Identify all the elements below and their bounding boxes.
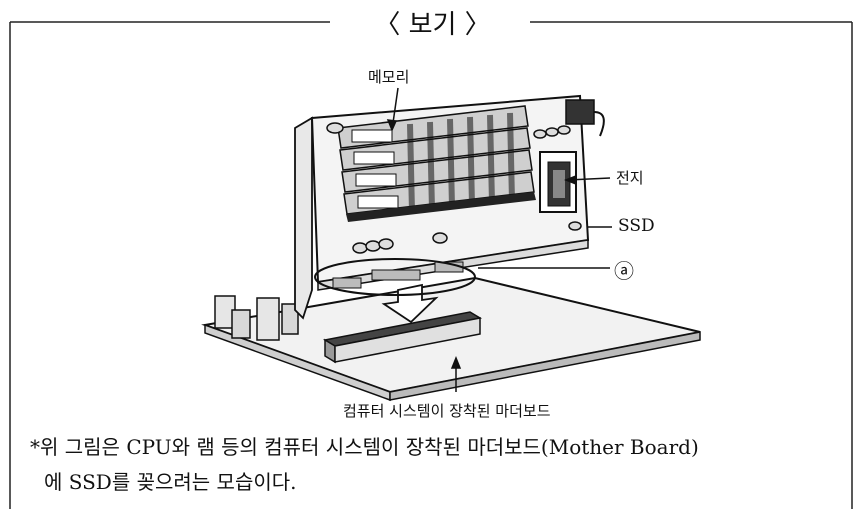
leader-lines [386,87,612,392]
motherboard-drawing [201,276,701,402]
capacitors [326,122,582,254]
insert-arrow [381,283,439,324]
memory-label: 메모리 [368,68,410,86]
caption-line-2: 에 SSD를 꽂으려는 모습이다. [44,470,297,494]
memory-labels-white [351,129,399,209]
ssd-card-drawing [294,94,605,320]
caption: *위 그림은 CPU와 램 등의 컴퓨터 시스템이 장착된 마더보드(Mothe… [30,430,850,500]
marker-ellipse [314,258,476,296]
battery-label: 전지 [616,169,644,187]
motherboard-label: 컴퓨터 시스템이 장착된 마더보드 [343,402,551,420]
caption-line-1: *위 그림은 CPU와 램 등의 컴퓨터 시스템이 장착된 마더보드(Mothe… [30,435,699,459]
box-title: 〈 보기 〉 [0,4,865,41]
marker-label: ⓐ [614,259,634,283]
power-connector [565,99,605,137]
box-frame [9,21,853,509]
memory-chip-lines [407,112,515,213]
ssd-label: SSD [618,216,655,236]
